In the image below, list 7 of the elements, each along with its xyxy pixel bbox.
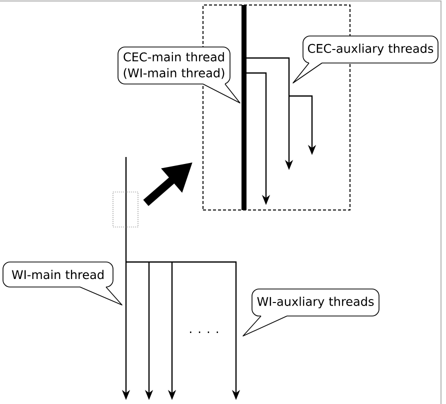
speech-bubble: CEC-main thread (WI-main thread) (118, 46, 240, 104)
node-label: CEC-auxliary threads (308, 44, 434, 56)
ellipsis: . . . . (190, 332, 218, 333)
dotted-frame (112, 192, 138, 228)
speech-bubble: WI-main thread (2, 262, 122, 306)
speech-bubble: CEC-auxliary threads (292, 36, 438, 84)
speech-bubble: WI-auxliary threads (242, 288, 380, 336)
